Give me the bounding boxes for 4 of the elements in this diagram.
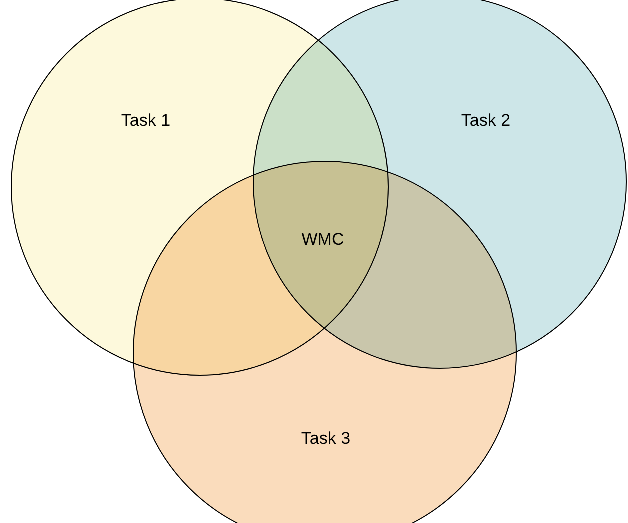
overlap-label: WMC [302,230,344,250]
circle-label: Task 3 [301,429,351,449]
circle-label: Task 1 [121,111,171,131]
circle-label: Task 2 [461,111,511,131]
